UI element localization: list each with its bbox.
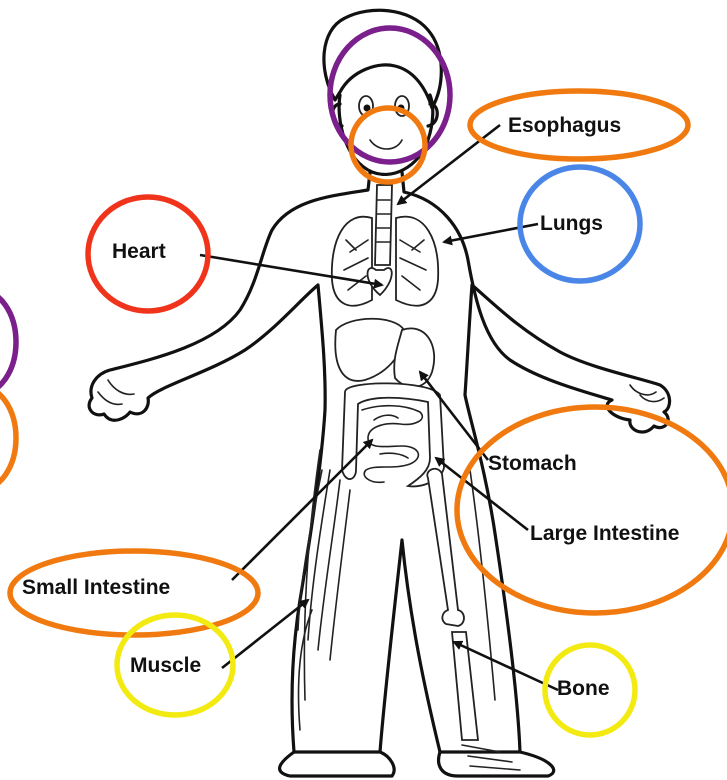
small-intestine-arrow [232,440,372,580]
label-heart: Heart [112,240,166,263]
left-edge-circle-purple [0,290,16,394]
label-bone: Bone [557,677,610,700]
foot-bones [462,745,520,770]
mouth [370,140,402,149]
label-stomach: Stomach [488,452,577,475]
head-circle-purple [330,28,450,162]
esophagus-tube [375,185,392,265]
foot-left [280,752,394,776]
label-large-intestine: Large Intestine [530,522,679,545]
label-esophagus: Esophagus [508,114,621,137]
stomach-intestine-circle-orange [457,407,727,613]
label-lungs: Lungs [540,212,603,235]
lung-left [332,217,372,306]
left-edge-circle-orange [0,386,16,490]
mouth-circle-orange [351,108,425,182]
left-hand-fingers [98,380,134,404]
small-intestine-coils [362,406,422,483]
right-hand-fingers [630,385,664,402]
foot-right [439,752,554,776]
label-muscle: Muscle [130,654,201,677]
internal-organs [298,185,520,770]
label-small-intestine: Small Intestine [22,576,170,599]
stomach-organ [394,328,434,387]
lung-right [396,217,438,306]
